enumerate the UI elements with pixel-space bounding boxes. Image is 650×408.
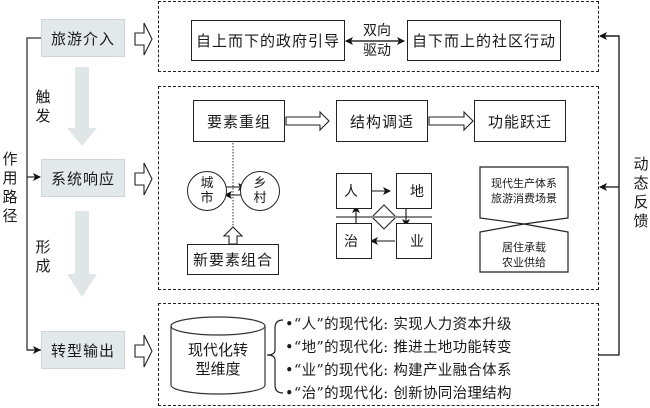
left-path-line <box>26 37 41 354</box>
modernization-item-industry: •“业”的现代化: 构建产业融合体系 <box>285 363 512 379</box>
stage-output: 转型输出 <box>41 331 125 369</box>
cylinder-label: 现代化转 型维度 <box>171 341 265 379</box>
modernization-item-governance: •“治”的现代化: 创新协同治理结构 <box>285 386 512 402</box>
city-line2: 市 <box>200 191 214 206</box>
form-down-arrow <box>67 211 97 297</box>
hourglass-bottom-text: 居住承载 农业供给 <box>480 240 568 270</box>
stage-response: 系统响应 <box>41 159 125 197</box>
new-combination-label: 新要素组合 <box>192 251 273 269</box>
form-label: 形成 <box>35 238 51 275</box>
stage-response-label: 系统响应 <box>50 169 115 188</box>
hourglass-bottom-line1: 居住承载 <box>502 241 546 254</box>
flow-box-restructure: 要素重组 <box>193 100 285 142</box>
city-circle: 城 市 <box>187 171 227 211</box>
government-guidance-label: 自上而下的政府引导 <box>195 32 340 50</box>
community-action-label: 自下而上的社区行动 <box>411 32 556 50</box>
stage-intervention-label: 旅游介入 <box>50 29 115 48</box>
modernization-item-people: •“人”的现代化: 实现人力资本升级 <box>285 317 512 333</box>
flow-label-adjust: 结构调适 <box>349 112 414 131</box>
trigger-down-arrow <box>67 67 97 146</box>
two-way-label-line1: 双向 <box>363 23 391 39</box>
modernization-item-land: •“地”的现代化: 推进土地功能转变 <box>285 340 512 356</box>
quad-land: 地 <box>396 173 432 209</box>
cylinder-line1: 现代化转 <box>187 341 248 359</box>
two-way-label-line2: 驱动 <box>363 43 391 59</box>
quad-land-label: 地 <box>410 184 424 200</box>
bottom-panel <box>158 303 599 406</box>
community-action-box: 自下而上的社区行动 <box>407 20 561 61</box>
hourglass-top-line1: 现代生产体系 <box>491 177 557 190</box>
flow-label-leap: 功能跃迁 <box>487 112 552 131</box>
stage-output-label: 转型输出 <box>50 341 115 360</box>
city-line1: 城 <box>200 176 214 191</box>
quad-people-label: 人 <box>344 184 358 200</box>
hollow-arrow-top <box>134 22 153 56</box>
quad-industry-label: 业 <box>410 234 424 250</box>
middle-panel <box>158 86 599 290</box>
path-label: 作用路径 <box>2 150 18 225</box>
cylinder-line2: 型维度 <box>195 360 241 378</box>
new-combination-box: 新要素组合 <box>187 244 279 275</box>
hourglass-top-line2: 旅游消费场景 <box>491 192 557 205</box>
two-way-drive-label: 双向 驱动 <box>359 21 395 61</box>
stage-intervention: 旅游介入 <box>41 19 125 57</box>
flow-box-adjust: 结构调适 <box>336 100 428 142</box>
top-panel <box>158 1 599 72</box>
flow-box-leap: 功能跃迁 <box>474 100 566 142</box>
quad-governance: 治 <box>336 223 372 259</box>
feedback-label: 动态反馈 <box>633 155 649 230</box>
quad-governance-label: 治 <box>344 234 358 250</box>
village-circle: 乡 村 <box>240 171 280 211</box>
feedback-line <box>598 32 620 356</box>
hollow-arrow-bottom <box>134 334 153 368</box>
hourglass-top-text: 现代生产体系 旅游消费场景 <box>480 176 568 206</box>
village-line2: 村 <box>253 191 267 206</box>
quad-industry: 业 <box>396 223 432 259</box>
hollow-arrow-middle <box>134 162 153 196</box>
trigger-label: 触发 <box>35 88 51 125</box>
quad-people: 人 <box>336 173 372 209</box>
government-guidance-box: 自上而下的政府引导 <box>191 20 345 61</box>
flow-label-restructure: 要素重组 <box>206 112 271 131</box>
village-line1: 乡 <box>253 176 267 191</box>
hourglass-bottom-line2: 农业供给 <box>502 256 546 269</box>
